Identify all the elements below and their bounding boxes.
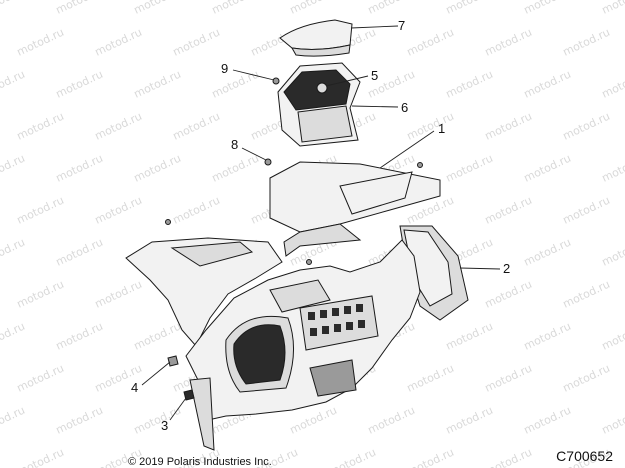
part-4-clip [167, 355, 179, 367]
callout-6: 6 [401, 100, 408, 115]
watermark-text: motod.ru [561, 110, 612, 143]
watermark-text: motod.ru [483, 446, 534, 468]
watermark-text: motod.ru [54, 236, 105, 269]
watermark-text: motod.ru [600, 404, 625, 437]
callout-2: 2 [503, 261, 510, 276]
watermark-text: motod.ru [561, 278, 612, 311]
callout-5: 5 [371, 68, 378, 83]
watermark-text: motod.ru [132, 320, 183, 353]
watermark-text: motod.ru [132, 68, 183, 101]
main-dash-body [185, 239, 421, 451]
watermark-text: motod.ru [600, 152, 625, 185]
part-6-storage-bin [277, 62, 361, 147]
watermark-text: motod.ru [522, 404, 573, 437]
watermark-text: motod.ru [561, 362, 612, 395]
watermark-text: motod.ru [288, 0, 339, 17]
watermark-text: motod.ru [93, 194, 144, 227]
watermark-text: motod.ru [483, 362, 534, 395]
watermark-text: motod.ru [54, 404, 105, 437]
watermark-text: motod.ru [444, 68, 495, 101]
watermark-text: motod.ru [522, 236, 573, 269]
watermark-text: motod.ru [15, 446, 66, 468]
callout-7: 7 [398, 18, 405, 33]
part-3-clip [183, 389, 195, 401]
watermark-text: motod.ru [54, 68, 105, 101]
watermark-text: motod.ru [405, 446, 456, 468]
watermark-text: motod.ru [15, 362, 66, 395]
watermark-text: motod.ru [0, 68, 27, 101]
watermark-text: motod.ru [0, 320, 27, 353]
watermark-text: motod.ru [483, 278, 534, 311]
callout-8: 8 [231, 137, 238, 152]
watermark-text: motod.ru [366, 404, 417, 437]
part-1-upper-dash [269, 161, 441, 257]
leader-lines [141, 25, 501, 421]
part-9-screw [272, 77, 280, 85]
watermark-text: motod.ru [483, 26, 534, 59]
watermark-text: motod.ru [444, 320, 495, 353]
watermark-text: motod.ru [171, 194, 222, 227]
watermark-text: motod.ru [444, 404, 495, 437]
part-5-latch [316, 82, 328, 94]
watermark-text: motod.ru [444, 0, 495, 17]
callout-1: 1 [438, 121, 445, 136]
watermark-text: motod.ru [522, 0, 573, 17]
callout-3: 3 [161, 418, 168, 433]
watermark-text: motod.ru [132, 0, 183, 17]
watermark-text: motod.ru [561, 26, 612, 59]
watermark-text: motod.ru [0, 404, 27, 437]
watermark-text: motod.ru [93, 278, 144, 311]
watermark-text: motod.ru [561, 194, 612, 227]
watermark-text: motod.ru [93, 26, 144, 59]
watermark-text: motod.ru [522, 152, 573, 185]
watermark-text: motod.ru [366, 0, 417, 17]
watermark-text: motod.ru [600, 236, 625, 269]
callout-9: 9 [221, 61, 228, 76]
callouts: 1 2 3 4 5 6 7 8 9 [131, 18, 510, 433]
watermark-text: motod.ru [15, 26, 66, 59]
watermark-text: motod.ru [132, 404, 183, 437]
watermark-text: motod.ru [54, 0, 105, 17]
watermark-text: motod.ru [15, 278, 66, 311]
watermark-text: motod.ru [54, 152, 105, 185]
watermark-text: motod.ru [15, 194, 66, 227]
copyright-notice: © 2019 Polaris Industries Inc. [128, 456, 272, 468]
watermark-text: motod.ru [522, 320, 573, 353]
watermark-text: motod.ru [483, 110, 534, 143]
watermark-text: motod.ru [600, 320, 625, 353]
watermark-text: motod.ru [0, 0, 27, 17]
watermark-text: motod.ru [483, 194, 534, 227]
watermark-text: motod.ru [444, 152, 495, 185]
watermark-text: motod.ru [171, 110, 222, 143]
watermark-text: motod.ru [405, 362, 456, 395]
watermark-text: motod.ru [93, 110, 144, 143]
watermark-text: motod.ru [210, 0, 261, 17]
left-side-panel [125, 237, 283, 347]
watermark-text: motod.ru [600, 0, 625, 17]
watermark-text: motod.ru [210, 152, 261, 185]
diagram-id: C700652 [556, 448, 613, 464]
watermark-text: motod.ru [54, 320, 105, 353]
watermark-text: motod.ru [15, 110, 66, 143]
watermark-text: motod.ru [405, 26, 456, 59]
watermark-text: motod.ru [405, 110, 456, 143]
watermark-text: motod.ru [171, 26, 222, 59]
watermark-text: motod.ru [600, 68, 625, 101]
part-7-lid [279, 19, 353, 57]
watermark-text: motod.ru [522, 68, 573, 101]
watermark-text: motod.ru [0, 236, 27, 269]
watermark-text: motod.ru [132, 152, 183, 185]
watermark-text: motod.ru [210, 68, 261, 101]
watermark-text: motod.ru [327, 446, 378, 468]
callout-4: 4 [131, 380, 138, 395]
watermark-text: motod.ru [0, 152, 27, 185]
